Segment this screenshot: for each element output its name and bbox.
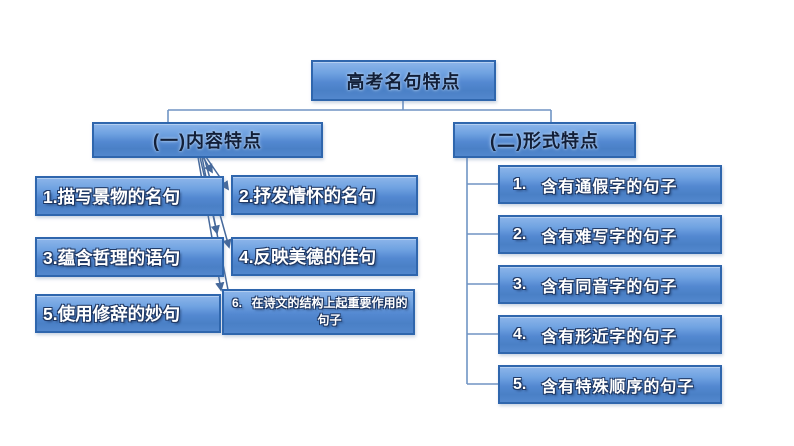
form-item-2-number: 2. — [513, 225, 527, 243]
form-item-5-number: 5. — [513, 375, 527, 393]
root-node: 高考名句特点 — [311, 60, 496, 101]
form-item-3: 3. 含有同音字的句子 — [498, 265, 722, 304]
branch-form-header: (二)形式特点 — [453, 122, 636, 158]
form-item-2-label: 含有难写字的句子 — [541, 228, 678, 246]
branch-content-header-label: (一)内容特点 — [153, 131, 262, 151]
content-item-3-label: 3.蕴含哲理的语句 — [43, 247, 181, 268]
root-node-label: 高考名句特点 — [346, 71, 461, 92]
form-item-3-label: 含有同音字的句子 — [541, 278, 678, 296]
form-item-5: 5. 含有特殊顺序的句子 — [498, 365, 722, 404]
branch-content-header: (一)内容特点 — [92, 122, 323, 158]
form-item-1-label: 含有通假字的句子 — [541, 178, 678, 196]
form-item-5-label: 含有特殊顺序的句子 — [541, 378, 695, 396]
tree-connector — [167, 101, 552, 385]
content-item-6: 6. 在诗文的结构上起重要作用的句子 — [222, 289, 415, 335]
form-item-1: 1. 含有通假字的句子 — [498, 165, 722, 204]
form-item-4-label: 含有形近字的句子 — [541, 328, 678, 346]
content-item-5: 5.使用修辞的妙句 — [35, 294, 221, 333]
content-item-4: 4.反映美德的佳句 — [231, 237, 418, 276]
content-item-3: 3.蕴含哲理的语句 — [35, 237, 224, 277]
content-item-6-label: 在诗文的结构上起重要作用的句子 — [251, 296, 408, 328]
form-item-4-number: 4. — [513, 325, 527, 343]
branch-form-header-label: (二)形式特点 — [490, 131, 599, 151]
content-item-2-label: 2.抒发情怀的名句 — [239, 185, 377, 206]
content-item-4-label: 4.反映美德的佳句 — [239, 247, 377, 267]
form-item-4: 4. 含有形近字的句子 — [498, 315, 722, 354]
form-item-3-number: 3. — [513, 275, 527, 293]
content-item-2: 2.抒发情怀的名句 — [231, 175, 418, 215]
form-item-1-number: 1. — [513, 175, 527, 193]
content-item-1-label: 1.描写景物的名句 — [43, 186, 181, 207]
content-item-6-number: 6. — [232, 296, 243, 310]
content-item-5-label: 5.使用修辞的妙句 — [43, 304, 181, 324]
form-item-2: 2. 含有难写字的句子 — [498, 215, 722, 254]
content-item-1: 1.描写景物的名句 — [35, 176, 224, 216]
